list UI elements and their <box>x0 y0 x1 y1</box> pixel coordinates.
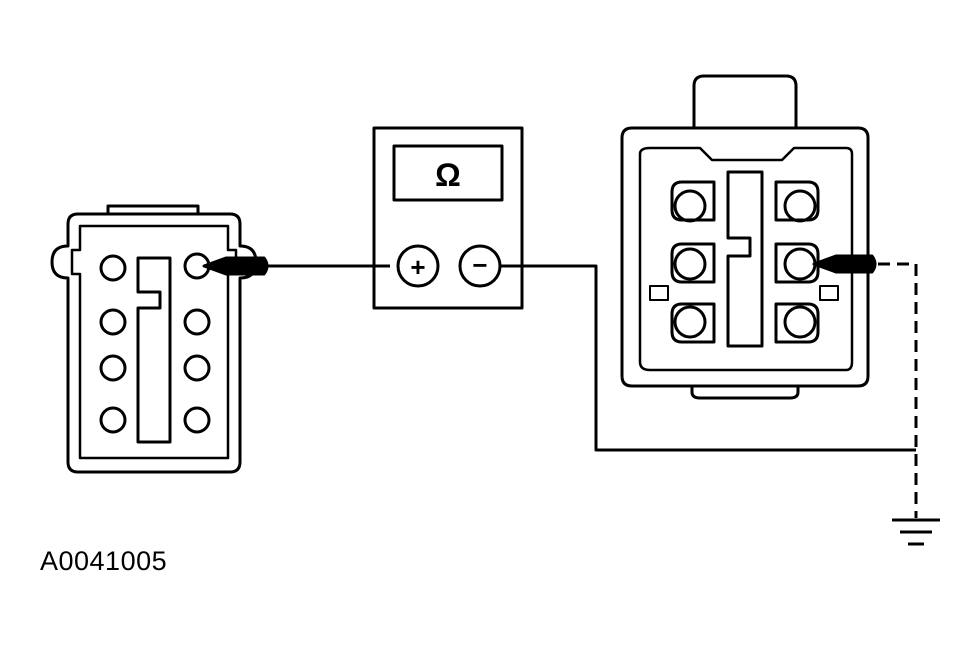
pin <box>183 354 211 382</box>
pin <box>99 308 127 336</box>
pin <box>783 305 817 339</box>
pin <box>783 189 817 223</box>
left-connector-face <box>70 224 238 460</box>
ground-lead-wire <box>500 264 916 452</box>
ohmmeter-display <box>392 144 504 202</box>
negative-terminal-label: − <box>472 250 487 280</box>
ground-symbol <box>892 518 940 546</box>
pin <box>99 254 127 282</box>
ohmmeter-positive-terminal <box>396 244 440 288</box>
pin <box>183 406 211 434</box>
right-probe <box>812 254 918 518</box>
pin <box>99 406 127 434</box>
pin <box>673 305 707 339</box>
positive-terminal-label: + <box>410 252 425 282</box>
pin <box>673 247 707 281</box>
left-connector-key <box>136 256 172 444</box>
left-probe <box>202 256 390 276</box>
pin <box>673 189 707 223</box>
ohmmeter-body <box>372 126 524 310</box>
left-connector <box>50 204 258 474</box>
right-connector-face <box>638 146 854 372</box>
figure-id: A0041005 <box>40 546 168 576</box>
pin <box>99 354 127 382</box>
left-connector-pins <box>99 252 211 434</box>
right-connector-body <box>620 126 870 388</box>
right-connector-latch-top <box>692 74 798 128</box>
ohm-symbol: Ω <box>435 157 461 193</box>
right-connector-key <box>726 170 764 348</box>
pin <box>783 247 817 281</box>
right-connector-latch-bottom <box>690 386 800 400</box>
dashed-lead <box>878 262 918 518</box>
pin <box>183 308 211 336</box>
right-connector <box>620 74 870 400</box>
right-connector-pins <box>670 180 820 344</box>
left-connector-body <box>50 204 258 474</box>
ohmmeter <box>372 126 524 310</box>
